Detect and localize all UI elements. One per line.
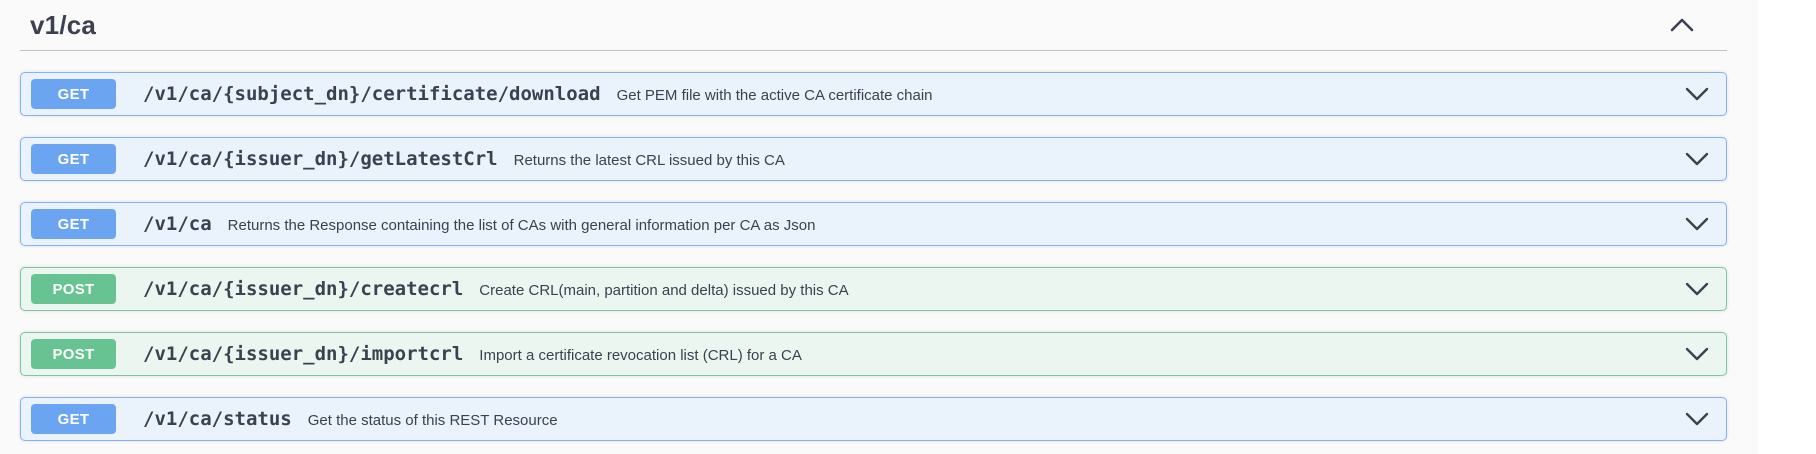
chevron-up-icon <box>1670 18 1694 32</box>
endpoint-summary: /v1/ca/{subject_dn}/certificate/download… <box>143 83 933 105</box>
endpoint-summary: /v1/ca/{issuer_dn}/importcrl Import a ce… <box>143 343 802 365</box>
endpoint-row[interactable]: GET /v1/ca Returns the Response containi… <box>20 202 1727 246</box>
endpoint-row[interactable]: POST /v1/ca/{issuer_dn}/createcrl Create… <box>20 267 1727 311</box>
expand-endpoint-button[interactable] <box>1684 281 1710 297</box>
expand-endpoint-button[interactable] <box>1684 346 1710 362</box>
endpoint-row[interactable]: GET /v1/ca/status Get the status of this… <box>20 397 1727 441</box>
endpoint-path[interactable]: /v1/ca/{issuer_dn}/importcrl <box>143 343 464 365</box>
method-badge: GET <box>31 404 116 434</box>
method-badge: GET <box>31 79 116 109</box>
chevron-down-icon <box>1685 152 1709 166</box>
endpoint-path[interactable]: /v1/ca/{issuer_dn}/createcrl <box>143 278 464 300</box>
method-badge: GET <box>31 209 116 239</box>
endpoint-path[interactable]: /v1/ca <box>143 213 212 235</box>
api-tag-section: v1/ca GET /v1/ca/{subject_dn}/certificat… <box>20 0 1727 441</box>
expand-endpoint-button[interactable] <box>1684 86 1710 102</box>
endpoint-path[interactable]: /v1/ca/{subject_dn}/certificate/download <box>143 83 601 105</box>
endpoint-summary: /v1/ca/status Get the status of this RES… <box>143 408 558 430</box>
endpoint-description: Create CRL(main, partition and delta) is… <box>479 282 849 299</box>
chevron-down-icon <box>1685 347 1709 361</box>
tag-title: v1/ca <box>30 9 97 40</box>
expand-endpoint-button[interactable] <box>1684 216 1710 232</box>
endpoint-description: Get the status of this REST Resource <box>307 412 558 429</box>
endpoint-row[interactable]: POST /v1/ca/{issuer_dn}/importcrl Import… <box>20 332 1727 376</box>
endpoint-description: Import a certificate revocation list (CR… <box>479 347 802 364</box>
endpoint-description: Returns the latest CRL issued by this CA <box>513 152 785 169</box>
endpoint-summary: /v1/ca/{issuer_dn}/getLatestCrl Returns … <box>143 148 785 170</box>
endpoint-path[interactable]: /v1/ca/status <box>143 408 292 430</box>
endpoint-summary: /v1/ca/{issuer_dn}/createcrl Create CRL(… <box>143 278 849 300</box>
endpoint-path[interactable]: /v1/ca/{issuer_dn}/getLatestCrl <box>143 148 498 170</box>
method-badge: GET <box>31 144 116 174</box>
collapse-section-button[interactable] <box>1665 13 1699 37</box>
chevron-down-icon <box>1685 87 1709 101</box>
expand-endpoint-button[interactable] <box>1684 411 1710 427</box>
chevron-down-icon <box>1685 217 1709 231</box>
endpoint-description: Get PEM file with the active CA certific… <box>616 87 933 104</box>
endpoint-row[interactable]: GET /v1/ca/{subject_dn}/certificate/down… <box>20 72 1727 116</box>
method-badge: POST <box>31 274 116 304</box>
endpoint-description: Returns the Response containing the list… <box>227 217 816 234</box>
endpoint-summary: /v1/ca Returns the Response containing t… <box>143 213 815 235</box>
expand-endpoint-button[interactable] <box>1684 151 1710 167</box>
tag-section-header[interactable]: v1/ca <box>20 0 1727 51</box>
endpoint-row[interactable]: GET /v1/ca/{issuer_dn}/getLatestCrl Retu… <box>20 137 1727 181</box>
method-badge: POST <box>31 339 116 369</box>
chevron-down-icon <box>1685 412 1709 426</box>
chevron-down-icon <box>1685 282 1709 296</box>
